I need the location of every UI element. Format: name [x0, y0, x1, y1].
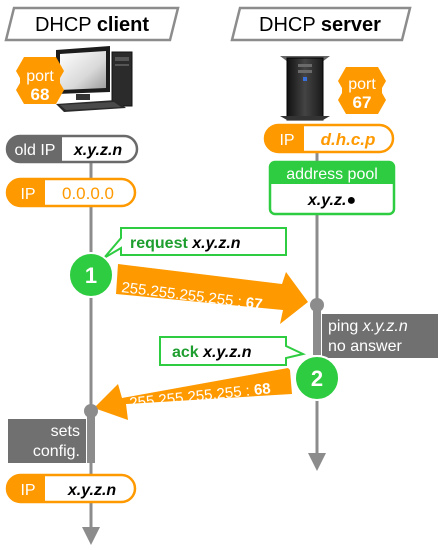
server-port-label: port: [348, 76, 376, 93]
step-1-number: 1: [85, 263, 97, 288]
step-2-badge: 2: [294, 355, 340, 401]
step-2-number: 2: [311, 366, 323, 391]
address-pool-label: address pool: [286, 166, 378, 183]
ack-label: ack x.y.z.n: [172, 344, 252, 361]
request-callout: request x.y.z.n: [103, 227, 287, 259]
sets-config-line2: config.: [33, 443, 80, 460]
desktop-computer-icon: [56, 46, 133, 112]
server-ip-pill: IP d.h.c.p: [263, 123, 395, 154]
ping-note: ping x.y.z.n no answer: [322, 314, 438, 358]
client-title: DHCP client: [35, 14, 149, 36]
client-ip-pill: IP 0.0.0.0: [5, 177, 137, 208]
client-ip-label: IP: [20, 186, 35, 203]
client-old-ip-pill: old IP x.y.z.n: [5, 134, 139, 164]
server-header: DHCP server: [230, 6, 412, 42]
client-port-badge: port 68: [16, 57, 64, 104]
client-port-number: 68: [31, 85, 50, 104]
client-ip-initial: 0.0.0.0: [62, 184, 114, 203]
address-pool-box: address pool x.y.z.●: [268, 160, 396, 216]
server-ip-value: d.h.c.p: [321, 130, 376, 149]
client-final-ip-pill: IP x.y.z.n: [5, 473, 137, 504]
request-broadcast-arrow: 255.255.255.255 : 67: [116, 264, 308, 324]
step-1-badge: 1: [68, 252, 114, 298]
client-old-ip-label: old IP: [15, 142, 56, 159]
server-ip-label: IP: [279, 132, 294, 149]
sets-config-note: sets config.: [8, 419, 86, 463]
client-header: DHCP client: [4, 6, 180, 42]
client-final-ip-label: IP: [20, 482, 35, 499]
client-final-ip-value: x.y.z.n: [67, 482, 117, 499]
request-label: request x.y.z.n: [130, 235, 241, 252]
ping-result: no answer: [328, 338, 402, 355]
client-old-ip-value: x.y.z.n: [73, 142, 123, 159]
server-port-badge: port 67: [338, 67, 386, 114]
client-port-label: port: [26, 68, 54, 85]
address-pool-value: x.y.z.●: [307, 192, 356, 209]
ping-line: ping x.y.z.n: [328, 318, 408, 335]
server-tower-icon: [280, 56, 330, 121]
client-receive-marker: [84, 404, 98, 463]
ack-broadcast-arrow: 255.255.255.255 : 68: [94, 368, 292, 420]
ack-callout: ack x.y.z.n: [159, 336, 307, 366]
server-title: DHCP server: [259, 14, 381, 36]
server-port-number: 67: [353, 93, 372, 112]
sets-config-line1: sets: [51, 423, 80, 440]
server-receive-marker: [310, 298, 324, 355]
